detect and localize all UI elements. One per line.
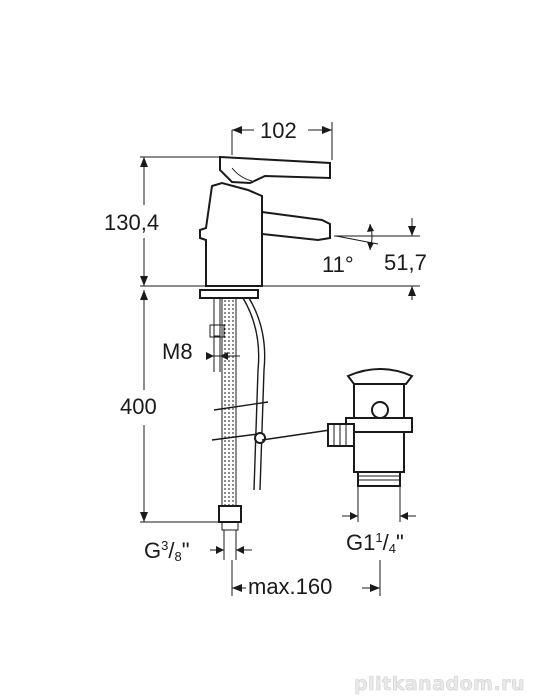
dim-faucet-height: 130,4 <box>104 210 159 235</box>
dim-hose-length: 400 <box>120 394 157 419</box>
faucet-body <box>199 155 331 299</box>
dim-spout-reach: 102 <box>260 118 297 143</box>
waste-valve <box>327 368 414 487</box>
watermark: plitkanadom.ru <box>354 673 525 695</box>
waste-thread-base: G1 <box>346 530 375 555</box>
dim-max-distance: max.160 <box>248 574 332 599</box>
flex-hose <box>209 297 242 531</box>
popup-rod <box>211 297 331 491</box>
hose-thread-num: 3 <box>161 538 168 553</box>
hose-thread-suffix: " <box>182 538 190 563</box>
dim-hose-thread: G3/8" <box>144 538 190 564</box>
waste-thread-num: 1 <box>375 530 382 545</box>
waste-thread-suffix: " <box>396 530 404 555</box>
hose-thread-base: G <box>144 538 161 563</box>
dim-waste-thread: G11/4" <box>346 530 404 556</box>
hose-thread-den: 8 <box>174 549 181 564</box>
dimension-lines <box>140 122 420 596</box>
dim-thread-mount: M8 <box>162 339 193 364</box>
dim-spout-angle: 11° <box>322 252 354 277</box>
dim-spout-height: 51,7 <box>384 250 427 275</box>
waste-thread-den: 4 <box>389 541 396 556</box>
